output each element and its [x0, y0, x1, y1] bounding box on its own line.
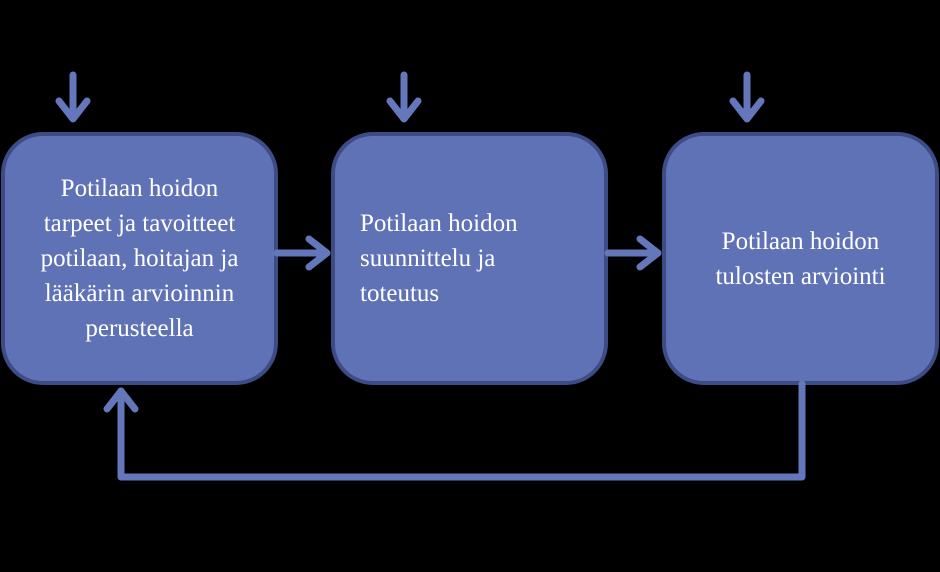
box-needs-and-goals-label: Potilaan hoidon tarpeet ja tavoitteet po…	[40, 175, 239, 342]
box-outcome-evaluation-label: Potilaan hoidon tulosten arviointi	[715, 227, 886, 290]
box-outcome-evaluation: Potilaan hoidon tulosten arviointi	[664, 134, 937, 383]
box-planning-and-implementation-label: Potilaan hoidon suunnittelu ja toteutus	[360, 210, 518, 307]
input-arrow-1	[55, 71, 91, 123]
input-arrow-3	[729, 71, 765, 123]
box-needs-and-goals: Potilaan hoidon tarpeet ja tavoitteet po…	[3, 134, 276, 383]
feedback-loop-arrow	[103, 380, 806, 481]
box-planning-shape	[331, 132, 608, 385]
input-arrow-2	[386, 71, 422, 123]
box-planning-and-implementation: Potilaan hoidon suunnittelu ja toteutus	[333, 134, 606, 383]
box-needs-shape	[1, 132, 278, 385]
connector-arrow-1-2	[273, 235, 331, 271]
connector-arrow-2-3	[604, 235, 662, 271]
